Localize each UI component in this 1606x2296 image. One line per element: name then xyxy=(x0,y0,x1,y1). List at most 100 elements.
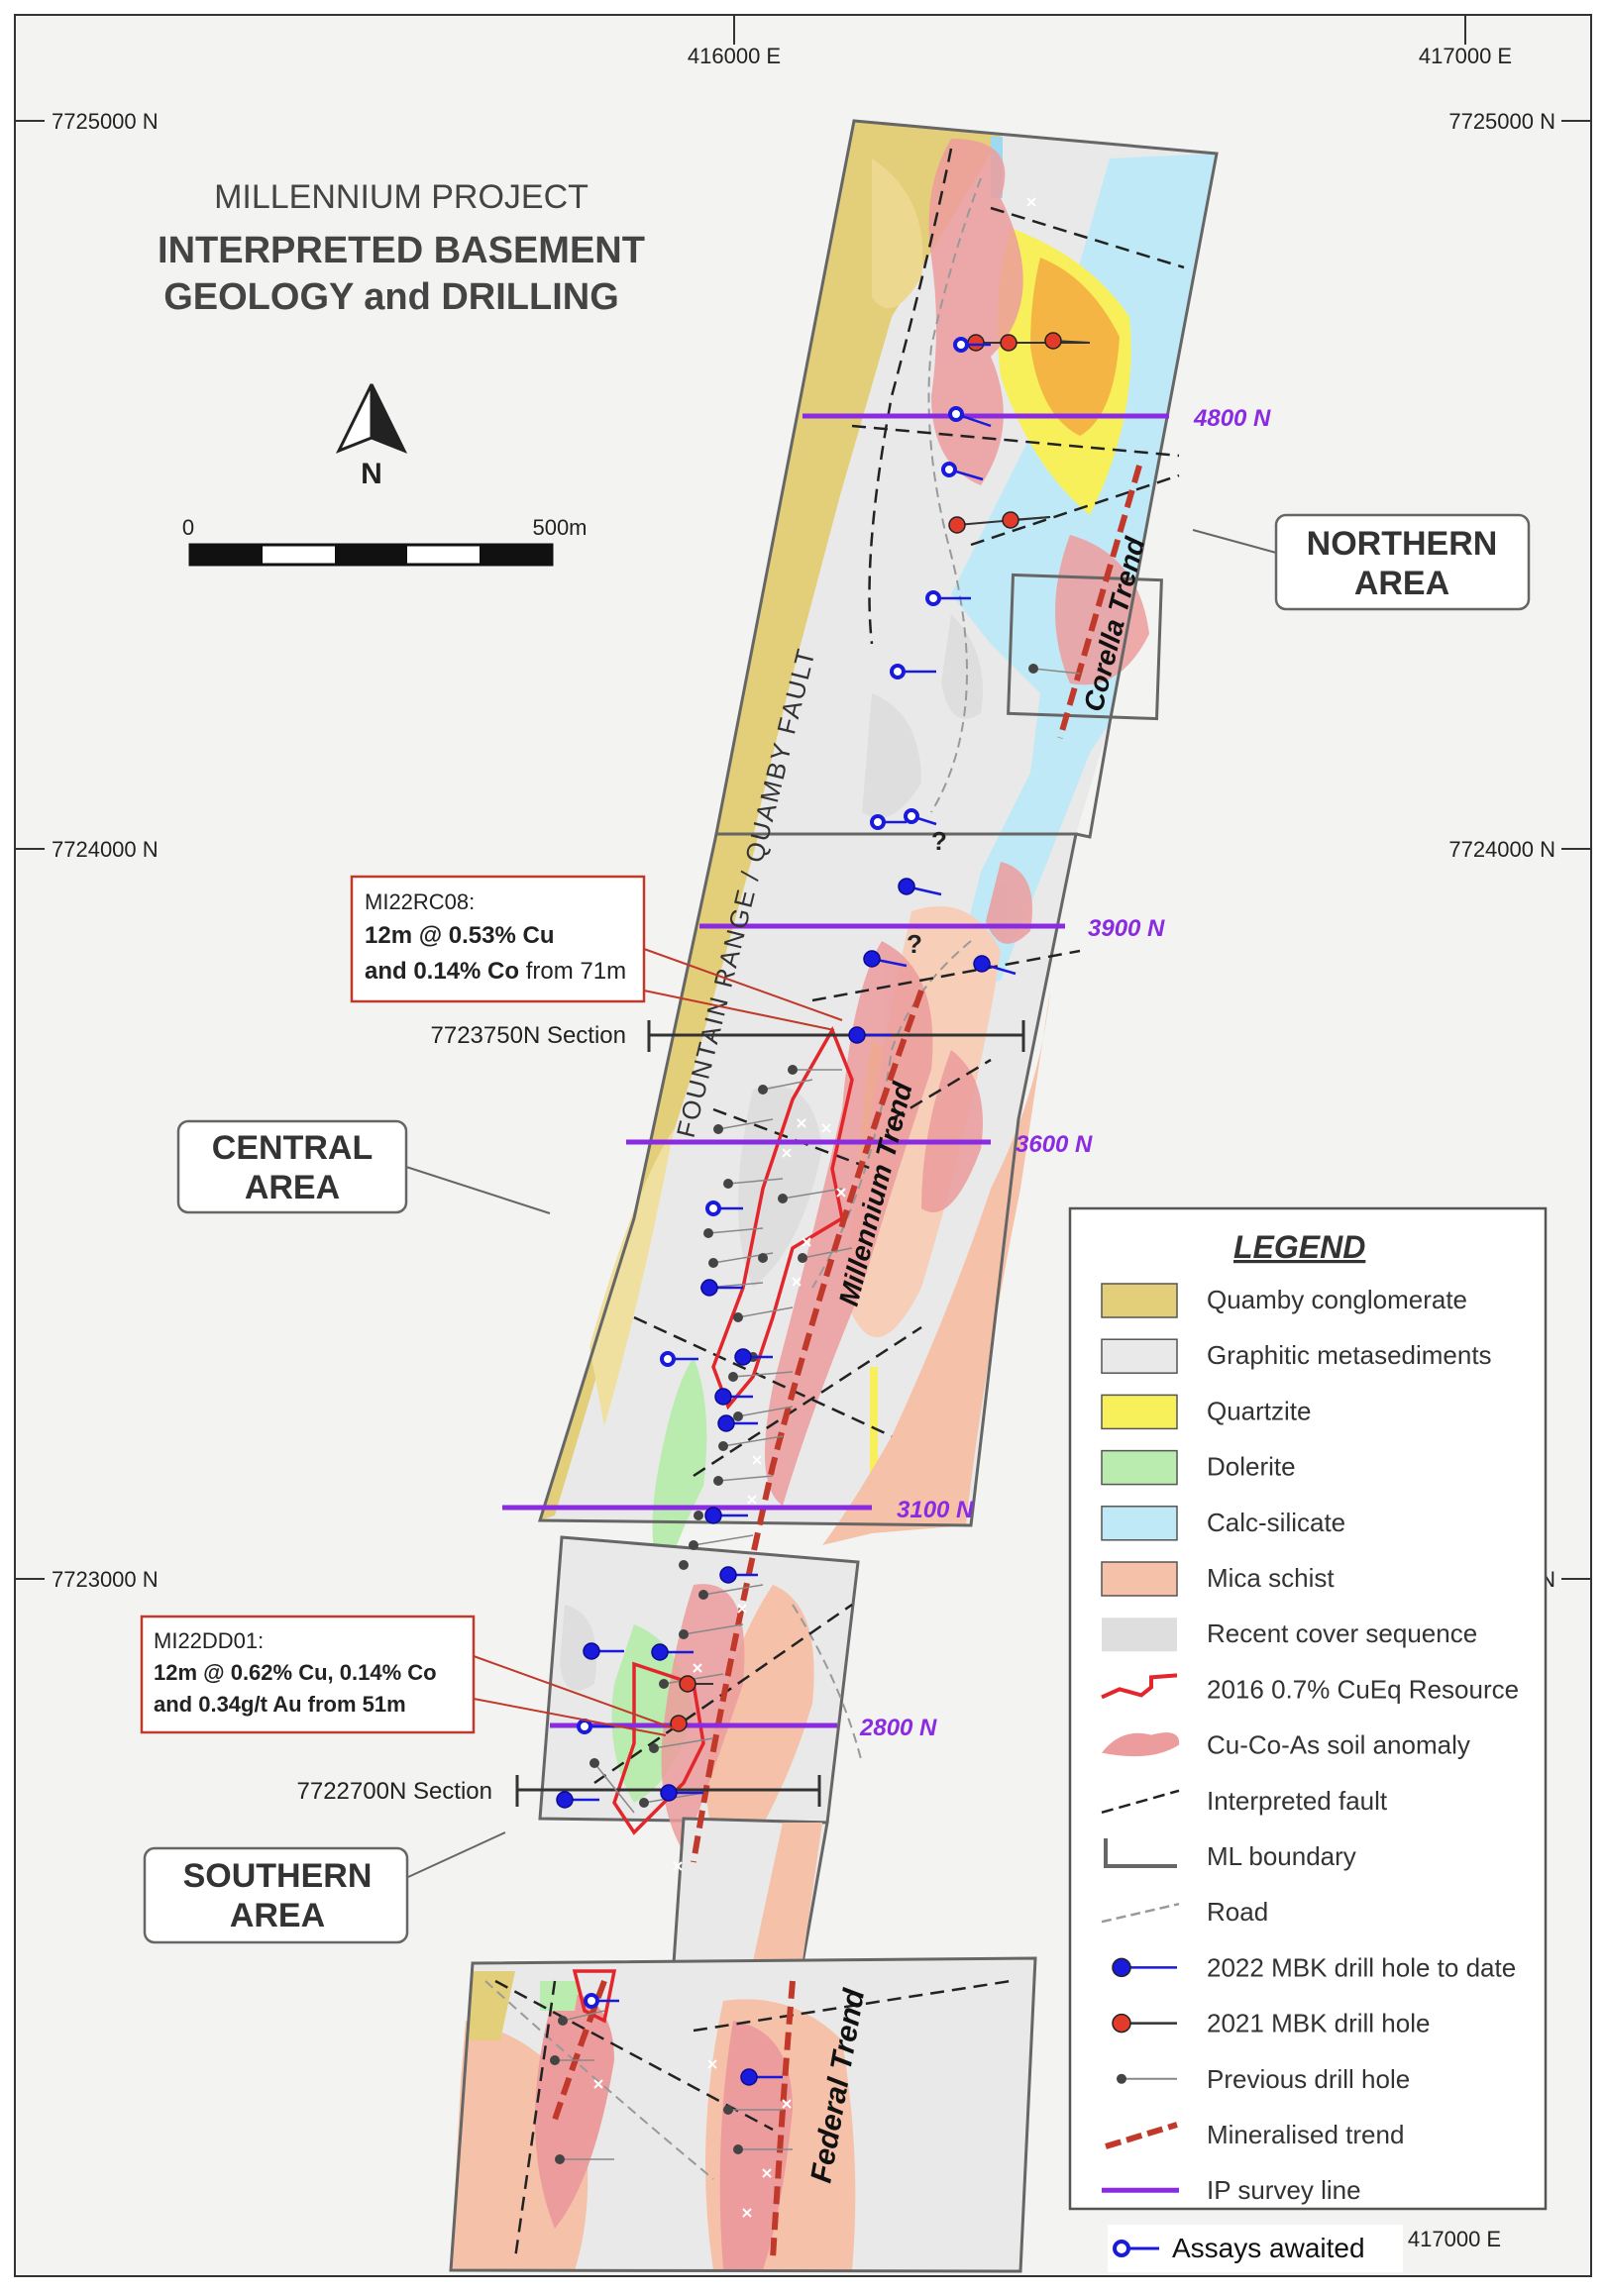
legend-item-label: Mica schist xyxy=(1207,1563,1335,1593)
callout-dd01-line1: MI22DD01: xyxy=(154,1628,264,1653)
legend-item: Mineralised trend xyxy=(1105,2120,1404,2149)
callout-rc08-line3b: from 71m xyxy=(519,958,626,985)
legend-item-label: Graphitic metasediments xyxy=(1207,1340,1492,1370)
question-marks: ? ? xyxy=(907,826,947,959)
legend-item: Recent cover sequence xyxy=(1102,1618,1477,1652)
road-4 xyxy=(484,1980,714,2180)
fault-ne-2 xyxy=(851,424,1180,458)
resource-block xyxy=(572,1969,617,2024)
northern-area-label-1: NORTHERN xyxy=(1307,525,1498,563)
drill-holes-2021 xyxy=(670,332,1091,1732)
fault-s-3 xyxy=(513,1980,557,2259)
callout-dd01-line2: 12m @ 0.62% Cu, 0.14% Co xyxy=(154,1660,437,1685)
fault-ne-3 xyxy=(970,473,1180,547)
legend-swatch xyxy=(1101,1338,1178,1374)
strip-bottom-block xyxy=(449,1956,1037,2273)
trend-corella xyxy=(1057,465,1142,739)
soil-anomaly-north xyxy=(928,139,1023,485)
fault-c-5 xyxy=(693,1325,922,1478)
fault-c-3 xyxy=(633,1315,893,1438)
legend-title: LEGEND xyxy=(1233,1229,1365,1265)
resource-central xyxy=(711,1025,854,1410)
trend-millennium xyxy=(691,989,924,1863)
fault-c-2 xyxy=(891,1058,992,1121)
soil-anomaly-zone xyxy=(765,139,1149,1506)
legend-swatch xyxy=(1102,1618,1177,1652)
legend-item: Road xyxy=(1101,1897,1268,1927)
legend-swatch xyxy=(1101,1902,1180,1924)
title-line-3: GEOLOGY and DRILLING xyxy=(163,276,619,318)
legend-item: Cu-Co-As soil anomaly xyxy=(1102,1730,1470,1760)
legend-swatch xyxy=(1117,2073,1177,2084)
ml-boundary-central xyxy=(537,832,1078,1527)
scale-bar-start: 0 xyxy=(182,515,194,540)
block-dolerite xyxy=(540,1981,580,2011)
title-line-1: MILLENNIUM PROJECT xyxy=(214,178,589,216)
legend-item: 2022 MBK drill hole to date xyxy=(1112,1952,1516,1982)
legend-swatch xyxy=(1101,1673,1178,1700)
strip-south xyxy=(538,1535,860,1965)
ip-label-4800n: 4800 N xyxy=(1193,405,1271,432)
cover-patch-2 xyxy=(862,693,921,818)
northern-area-box xyxy=(1007,573,1163,721)
ip-line-labels: 4800 N 3900 N 3600 N 3100 N 2800 N xyxy=(859,405,1271,1741)
southern-area-label-1: SOUTHERN xyxy=(183,1857,373,1895)
ip-label-3900n: 3900 N xyxy=(1088,915,1165,942)
cover-patch-1 xyxy=(738,1086,822,1288)
quamby-light-patch xyxy=(589,1129,674,1426)
legend-item-label: Calc-silicate xyxy=(1207,1508,1345,1537)
grid-label-7725000n-left: 7725000 N xyxy=(52,109,159,134)
block-outline xyxy=(449,1956,1037,2273)
mica-schist-strip xyxy=(842,906,1001,1337)
quamby-north xyxy=(716,121,1003,837)
callout-mi22dd01: MI22DD01: 12m @ 0.62% Cu, 0.14% Co and 0… xyxy=(140,1615,675,1736)
legend-item-label: Quartzite xyxy=(1207,1396,1312,1425)
legend-item-label: IP survey line xyxy=(1207,2175,1361,2205)
drill-holes-assays-awaited xyxy=(577,337,992,2009)
dolerite-central xyxy=(652,1357,707,1585)
section-label-north: 7723750N Section xyxy=(431,1022,626,1049)
legend-item-label: Interpreted fault xyxy=(1207,1786,1388,1816)
assays-awaited-label: Assays awaited xyxy=(1172,2233,1365,2263)
mica-schist-zone xyxy=(822,906,1050,1545)
central-area-label-2: AREA xyxy=(245,1169,340,1206)
grid-label-417000e-top: 417000 E xyxy=(1419,44,1512,68)
legend-item: 2016 0.7% CuEq Resource xyxy=(1101,1673,1519,1704)
legend-item: Mica schist xyxy=(1101,1561,1335,1597)
legend-item-label: Recent cover sequence xyxy=(1207,1618,1477,1648)
question-mark-2: ? xyxy=(907,929,922,959)
soil-anomaly-corella xyxy=(1055,535,1149,685)
legend-swatch xyxy=(1101,1506,1178,1541)
legend-swatch xyxy=(1112,2013,1177,2034)
legend-item: Calc-silicate xyxy=(1101,1506,1345,1541)
legend-item: IP survey line xyxy=(1102,2175,1361,2205)
resource-south xyxy=(612,1661,705,1835)
legend-item: Quamby conglomerate xyxy=(1101,1283,1467,1318)
legend-item-label: ML boundary xyxy=(1207,1841,1356,1871)
trend-block-west xyxy=(552,1979,607,2121)
legend-swatch xyxy=(1101,1283,1178,1318)
resource-outline xyxy=(572,1025,854,2024)
legend-swatch xyxy=(1101,1561,1178,1597)
north-arrow-label: N xyxy=(361,458,382,490)
south-mica xyxy=(706,1585,814,1872)
svg-text:and 0.14% Co from 71m: and 0.14% Co from 71m xyxy=(365,958,626,985)
callout-rc08-line2: 12m @ 0.53% Cu xyxy=(365,922,554,949)
road-1 xyxy=(927,177,982,813)
grid-label-7723000n-left: 7723000 N xyxy=(52,1567,159,1592)
ip-label-3600n: 3600 N xyxy=(1016,1131,1093,1158)
section-labels: 7723750N Section 7722700N Section xyxy=(297,1022,626,1805)
fault-main xyxy=(868,148,953,645)
legend-item: Previous drill hole xyxy=(1117,2064,1410,2094)
legend-item-label: 2016 0.7% CuEq Resource xyxy=(1207,1674,1519,1704)
fault-ne-1 xyxy=(990,206,1185,269)
callout-dd01-line3: and 0.34g/t Au from 51m xyxy=(154,1692,406,1717)
previous-drill-holes xyxy=(550,664,1081,2164)
section-label-south: 7722700N Section xyxy=(297,1778,492,1805)
south-link-mica xyxy=(753,1823,822,1961)
legend-swatch xyxy=(1102,1732,1180,1757)
legend-item-label: Cu-Co-As soil anomaly xyxy=(1207,1730,1470,1760)
